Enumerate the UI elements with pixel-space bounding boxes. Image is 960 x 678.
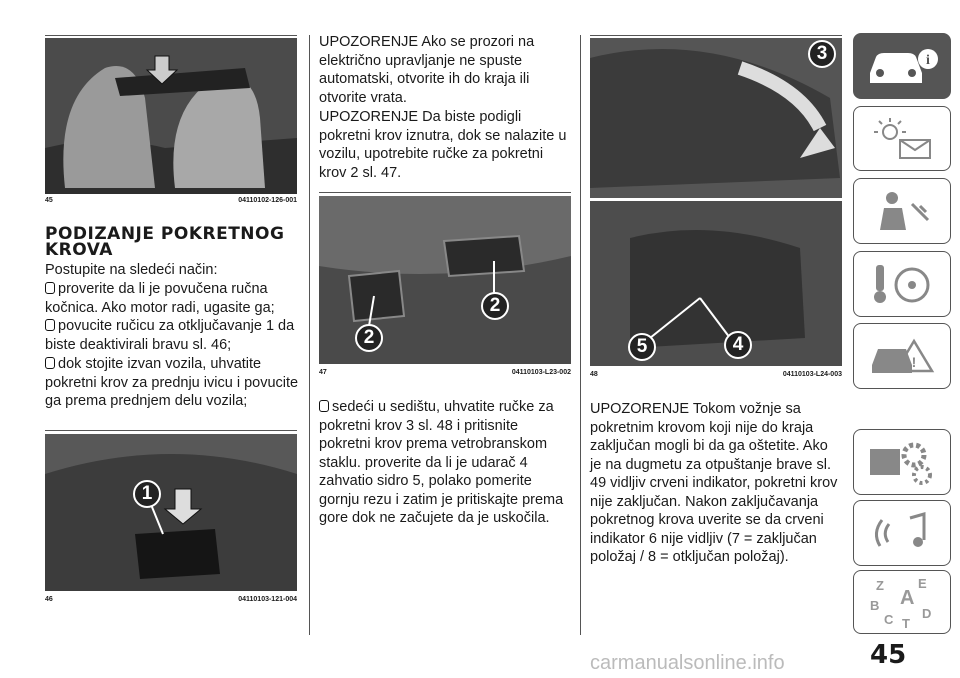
svg-text:D: D: [922, 606, 931, 621]
tab-emergency[interactable]: !: [853, 323, 951, 389]
figure-46-photo: 1: [45, 434, 297, 591]
figure-number: 45: [45, 197, 53, 204]
svg-text:C: C: [884, 612, 894, 627]
emergency-car-icon: !: [872, 338, 935, 373]
bullet-box-icon: [45, 282, 55, 294]
warning-text: UPOZORENJE Da biste podigli pokretni kro…: [319, 109, 567, 181]
tab-car-info[interactable]: i: [853, 33, 951, 99]
safety-airbag-icon: [880, 192, 930, 230]
svg-text:E: E: [918, 576, 927, 591]
bullet-item: dok stojite izvan vozila, uhvatite pokre…: [45, 356, 299, 409]
svg-text:Z: Z: [876, 578, 884, 593]
index-letters-icon: Z E B A C T D: [870, 576, 931, 630]
callout-4: 4: [724, 331, 752, 359]
bullet-item: proverite da li je povučena ručna kočnic…: [45, 281, 275, 316]
svg-text:T: T: [902, 616, 910, 630]
figure-code: 04110102-126-001: [238, 197, 297, 204]
figure-number: 47: [319, 369, 327, 376]
key-steering-icon: [874, 265, 930, 303]
figure-47-photo: 2 2: [319, 196, 571, 364]
figure-45-caption: 45 04110102-126-001: [45, 197, 297, 204]
callout-3: 3: [808, 40, 836, 68]
figure-code: 04110103-121-004: [238, 596, 297, 603]
figure-rule: [45, 430, 297, 431]
tab-safety[interactable]: [853, 178, 951, 244]
callout-1: 1: [133, 480, 161, 508]
svg-text:A: A: [900, 587, 914, 609]
bullet-box-icon: [45, 357, 55, 369]
figure-code: 04110103-L24-003: [782, 371, 842, 378]
figure-code: 04110103-L23-002: [511, 369, 571, 376]
warning-text: UPOZORENJE Tokom vožnje sa pokretnim kro…: [590, 401, 838, 565]
figure-rule: [590, 35, 842, 36]
tab-multimedia[interactable]: [853, 500, 951, 566]
callout-5: 5: [628, 333, 656, 361]
callout-2: 2: [481, 292, 509, 320]
column-divider: [580, 35, 581, 635]
figure-46-caption: 46 04110103-121-004: [45, 596, 297, 603]
figure-48-caption: 48 04110103-L24-003: [590, 371, 842, 378]
figure-number: 46: [45, 596, 53, 603]
page-number: 45: [870, 640, 907, 670]
figure-rule: [45, 35, 297, 36]
figure-rule: [319, 192, 571, 193]
figure-number: 48: [590, 371, 598, 378]
bullet-item: povucite ručicu za otključavanje 1 da bi…: [45, 318, 295, 353]
section-heading: PODIZANJE POKRETNOG KROVA: [45, 224, 285, 260]
svg-text:B: B: [870, 598, 879, 613]
figure-45-photo: [45, 38, 297, 194]
tab-dashboard-lights[interactable]: [853, 106, 951, 171]
tab-maintenance[interactable]: [853, 429, 951, 495]
figure-47-caption: 47 04110103-L23-002: [319, 369, 571, 376]
bullet-item: sedeći u sedištu, uhvatite ručke za pokr…: [319, 399, 564, 526]
tab-key-steering[interactable]: [853, 251, 951, 317]
car-info-icon: i: [870, 49, 938, 83]
bullet-box-icon: [45, 319, 55, 331]
column-divider: [309, 35, 310, 635]
svg-text:!: !: [912, 354, 917, 370]
figure-48-photo: 3 5 4: [590, 38, 842, 366]
intro-text: Postupite na sledeći način:: [45, 262, 218, 278]
warning-text: UPOZORENJE Ako se prozori na električno …: [319, 34, 535, 106]
bullet-box-icon: [319, 400, 329, 412]
watermark: carmanualsonline.info: [590, 652, 785, 674]
dashboard-lights-icon: [874, 117, 931, 159]
callout-2: 2: [355, 324, 383, 352]
svg-text:i: i: [926, 53, 930, 68]
maintenance-gears-icon: [870, 442, 932, 485]
multimedia-icon: [875, 512, 926, 547]
tab-index[interactable]: Z E B A C T D: [853, 570, 951, 634]
